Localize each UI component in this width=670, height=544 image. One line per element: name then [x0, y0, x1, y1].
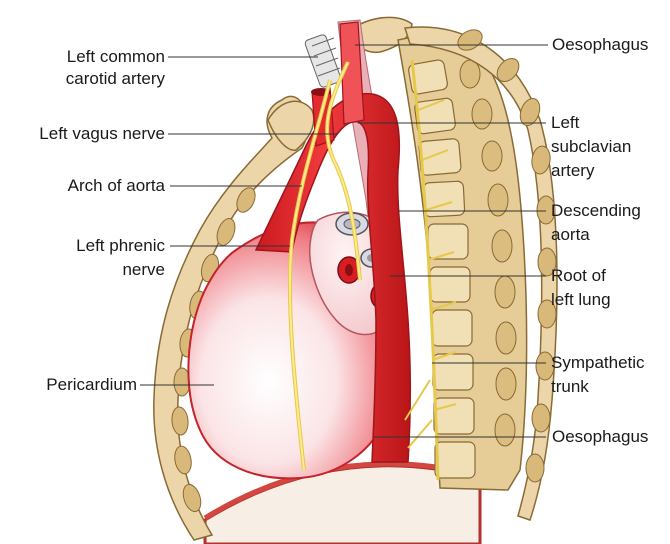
- label-oesophagus-bottom: Oesophagus: [552, 427, 648, 446]
- trachea: [304, 34, 342, 89]
- label-left-subclavian-line2: subclavian: [551, 137, 631, 156]
- label-left-vagus-nerve: Left vagus nerve: [39, 124, 165, 143]
- label-left-common-carotid-line2: carotid artery: [66, 69, 166, 88]
- label-sympathetic-trunk-line1: Sympathetic: [551, 353, 645, 372]
- label-descending-aorta-line1: Descending: [551, 201, 641, 220]
- label-left-subclavian-line3: artery: [551, 161, 595, 180]
- label-sympathetic-trunk-line2: trunk: [551, 377, 589, 396]
- label-arch-of-aorta: Arch of aorta: [68, 176, 166, 195]
- label-pericardium: Pericardium: [46, 375, 137, 394]
- label-descending-aorta-line2: aorta: [551, 225, 590, 244]
- label-root-of-left-lung-line1: Root of: [551, 266, 606, 285]
- label-oesophagus-top: Oesophagus: [552, 35, 648, 54]
- label-root-of-left-lung-line2: left lung: [551, 290, 611, 309]
- label-left-phrenic-line1: Left phrenic: [76, 236, 165, 255]
- label-left-phrenic-line2: nerve: [122, 260, 165, 279]
- label-left-common-carotid-line1: Left common: [67, 47, 165, 66]
- label-left-subclavian-line1: Left: [551, 113, 580, 132]
